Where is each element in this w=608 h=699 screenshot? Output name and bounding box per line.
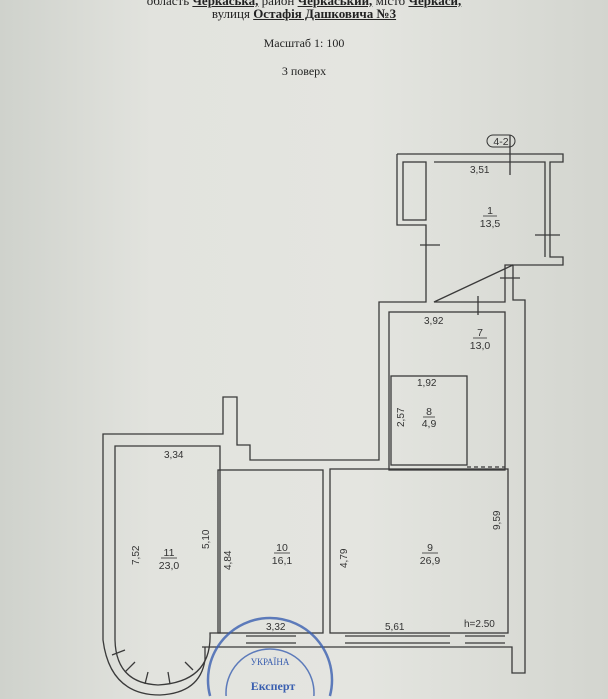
scale-label: Масштаб 1: 100 — [263, 36, 345, 50]
room-9-dim-width: 5,61 — [385, 622, 405, 633]
room-9-walls — [329, 468, 509, 634]
marker-4-2: 4-2 — [486, 134, 516, 148]
room-11-number: 11 — [164, 547, 175, 559]
raion: Черкаський, — [297, 0, 373, 8]
room-8-dim-height: 2,57 — [396, 407, 407, 427]
street: Остафія Дашковича №3 — [253, 6, 397, 21]
floor-label: 3 поверх — [281, 64, 327, 78]
room-1-area: 13,5 — [480, 218, 501, 230]
room-7-walls — [388, 311, 506, 471]
fraction-bars — [161, 215, 497, 559]
outer-wall — [202, 153, 564, 674]
room-1-dim-width: 3,51 — [470, 165, 490, 176]
address-line-1: область Черкаська, район Черкаський, міс… — [0, 0, 608, 9]
room-11-walls — [114, 445, 221, 686]
room-10-area: 16,1 — [272, 555, 293, 567]
outer-wall-left — [102, 154, 427, 696]
ceiling-height: h=2.50 — [464, 619, 495, 630]
room-8-area: 4,9 — [422, 418, 437, 430]
room-10-dim-height: 4,84 — [223, 550, 234, 570]
room-1-number: 1 — [487, 205, 493, 217]
stamp-outer-ring — [206, 616, 334, 697]
stamp-inner-ring — [225, 648, 315, 697]
room-8-walls — [390, 375, 468, 466]
room-9-dim-total: 9,59 — [492, 510, 503, 530]
stamp-text-center: Експерт — [251, 679, 296, 693]
room-7-number: 7 — [477, 327, 483, 339]
room-9-area: 26,9 — [420, 555, 441, 567]
room-10-walls — [217, 469, 324, 634]
door-marks — [420, 135, 560, 315]
closet-box — [402, 161, 427, 221]
room-8-dim-width: 1,92 — [417, 378, 437, 389]
oblast-prefix: область — [146, 0, 190, 8]
city-prefix: місто — [375, 0, 406, 8]
room-8-number: 8 — [426, 406, 432, 418]
window-south — [246, 635, 505, 644]
room-9-number: 9 — [427, 542, 433, 554]
oblast: Черкаська, — [192, 0, 259, 8]
raion-prefix: район — [261, 0, 295, 8]
room-9-dim-height: 4,79 — [339, 548, 350, 568]
room-1-walls — [433, 161, 546, 303]
room-10-number: 10 — [276, 542, 288, 554]
room-11-dim-side: 5,10 — [201, 529, 212, 549]
city: Черкаси, — [408, 0, 462, 8]
stamp-text-top: УКРАЇНА — [251, 657, 290, 667]
room-11-area: 23,0 — [159, 560, 180, 572]
address-line-2: вулиця Остафія Дашковича №3 — [0, 6, 608, 22]
room-11-dim-height: 7,52 — [131, 545, 142, 565]
room-11-dim-width: 3,34 — [164, 450, 184, 461]
room-10-dim-width: 3,32 — [266, 622, 286, 633]
room-7-area: 13,0 — [470, 340, 491, 352]
bay-window — [111, 649, 194, 685]
street-prefix: вулиця — [211, 6, 250, 21]
room-7-dim-width: 3,92 — [424, 316, 444, 327]
marker-text: 4-2 — [493, 136, 508, 148]
